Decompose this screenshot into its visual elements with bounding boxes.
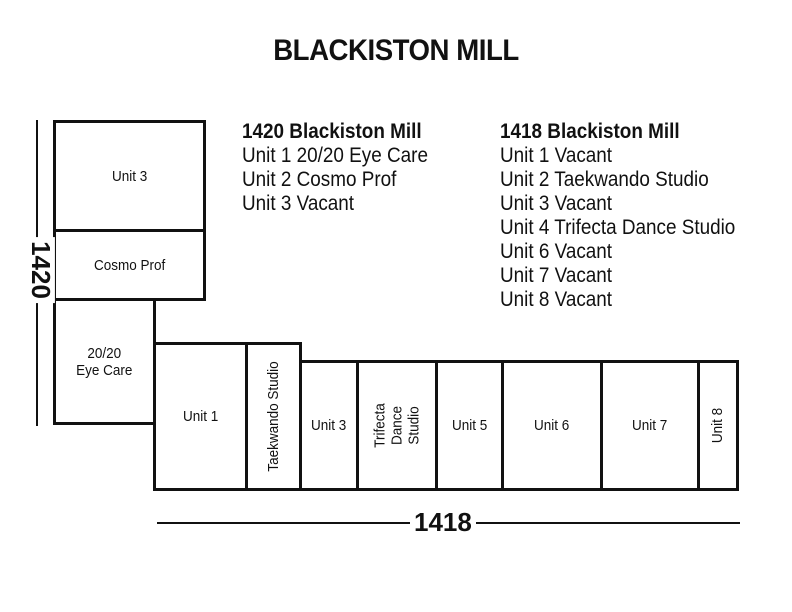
unit-1418-1: Unit 1 (153, 342, 248, 491)
legend-1418-line: Unit 6 Vacant (500, 240, 613, 263)
unit-label: Unit 3 (111, 167, 148, 185)
legend-1418-line: Unit 7 Vacant (500, 264, 613, 287)
unit-label: Trifecta Dance Studio (371, 403, 423, 448)
unit-1418-5: Unit 5 (435, 360, 504, 491)
unit-label: Unit 1 (182, 408, 219, 425)
unit-label: Unit 5 (451, 417, 488, 434)
unit-1418-6: Unit 6 (501, 360, 603, 491)
legend-1418-line: Unit 8 Vacant (500, 288, 613, 311)
legend-1420-heading: 1420 Blackiston Mill (242, 120, 422, 143)
unit-label: Unit 6 (534, 417, 570, 434)
dimension-label-1418: 1418 (410, 507, 476, 537)
unit-label: 20/20 Eye Care (76, 344, 133, 379)
unit-1420-3: Unit 3 (53, 120, 206, 232)
unit-1418-3: Unit 3 (299, 360, 359, 491)
page-title: BLACKISTON MILL (273, 34, 519, 67)
unit-1418-8: Unit 8 (697, 360, 739, 491)
legend-1418-line: Unit 3 Vacant (500, 192, 613, 215)
unit-1418-trifecta: Trifecta Dance Studio (356, 360, 438, 491)
unit-label: Unit 8 (709, 407, 727, 444)
legend-1420: 1420 Blackiston Mill Unit 1 20/20 Eye Ca… (242, 120, 428, 216)
dimension-label-1420: 1420 (26, 237, 56, 303)
legend-1418-line: Unit 4 Trifecta Dance Studio (500, 216, 736, 239)
legend-1418-line: Unit 2 Taekwando Studio (500, 168, 709, 191)
unit-1420-cosmo-prof: Cosmo Prof (53, 229, 206, 301)
unit-1418-taekwondo: Taekwando Studio (245, 342, 302, 491)
unit-1418-7: Unit 7 (600, 360, 700, 491)
legend-1420-line: Unit 1 20/20 Eye Care (242, 144, 428, 167)
legend-1418: 1418 Blackiston Mill Unit 1 Vacant Unit … (500, 120, 735, 312)
legend-1418-heading: 1418 Blackiston Mill (500, 120, 680, 143)
legend-1418-line: Unit 1 Vacant (500, 144, 613, 167)
unit-1420-eye-care: 20/20 Eye Care (53, 298, 156, 425)
legend-1420-line: Unit 2 Cosmo Prof (242, 168, 397, 191)
unit-label: Unit 3 (311, 417, 347, 434)
legend-1420-line: Unit 3 Vacant (242, 192, 355, 215)
unit-label: Cosmo Prof (93, 256, 166, 274)
unit-label: Taekwando Studio (265, 361, 282, 472)
unit-label: Unit 7 (632, 417, 668, 434)
